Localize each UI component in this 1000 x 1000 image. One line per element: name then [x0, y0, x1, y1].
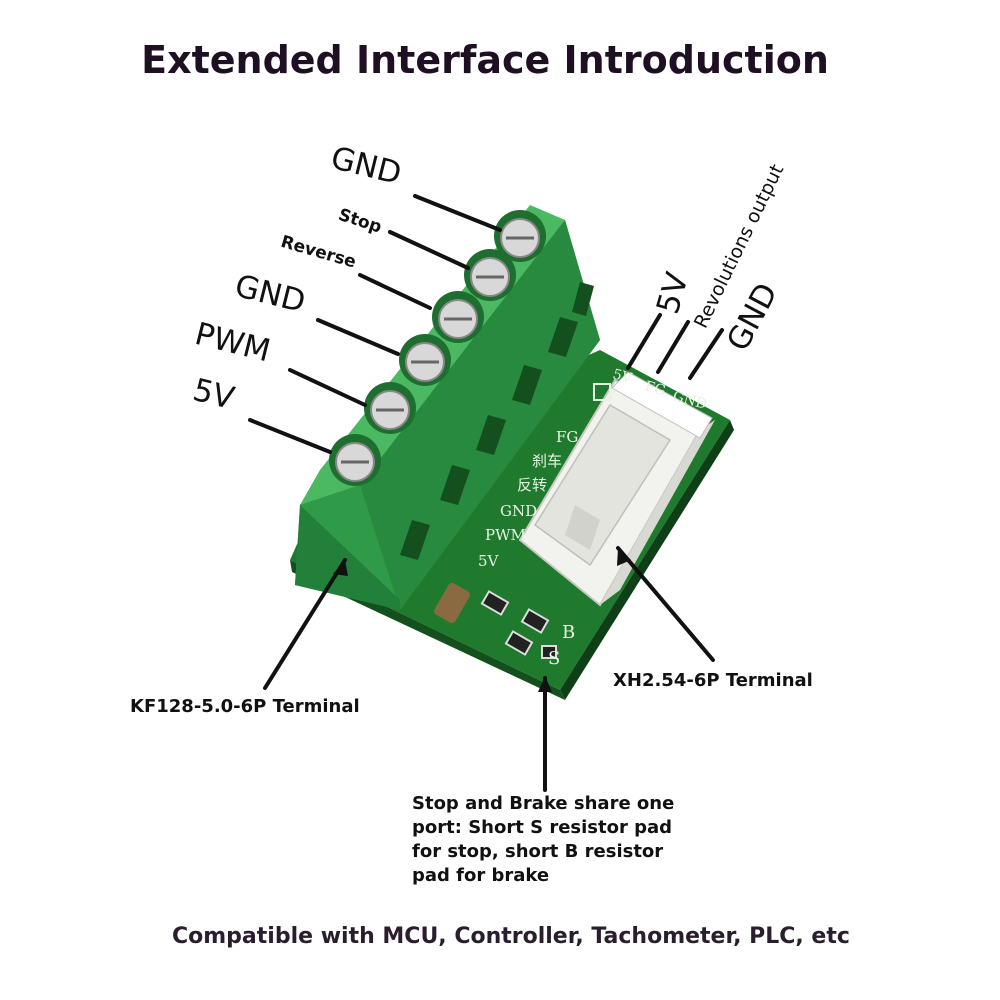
leader-right-5v — [626, 313, 662, 370]
silk-side-reverse: 反转 — [517, 476, 547, 494]
callout-xh254: XH2.54-6P Terminal — [613, 670, 813, 691]
silk-side-brake: 刹车 — [532, 452, 562, 470]
silk-top-fg: FG — [643, 378, 667, 399]
screw-holes — [329, 210, 546, 486]
pad-s2 — [541, 645, 557, 659]
leader-right-gnd — [688, 328, 724, 380]
pad-b — [520, 608, 550, 634]
leader-5v — [248, 418, 332, 454]
silk-pad-s: S — [548, 648, 560, 669]
silk-side-fg: FG — [556, 428, 578, 446]
callout-kf128: KF128-5.0-6P Terminal — [130, 696, 360, 717]
leader-stop — [388, 230, 470, 270]
pad-s — [504, 630, 534, 656]
leader-pwm — [288, 368, 367, 407]
silk-top-5v: 5V — [611, 366, 634, 387]
callout-stop-brake: Stop and Brake share one port: Short S r… — [412, 792, 674, 888]
silk-side-gnd: GND — [500, 502, 537, 520]
callout-stop-brake-line: pad for brake — [412, 865, 550, 886]
silk-pad-b: B — [562, 622, 575, 643]
capacitor — [434, 582, 470, 624]
leader-lines — [248, 194, 724, 792]
callout-stop-brake-line: Stop and Brake share one — [412, 793, 675, 814]
silk-side-5v: 5V — [478, 552, 500, 570]
leader-gnd-top — [413, 194, 502, 232]
leader-xh — [616, 546, 715, 662]
footer-compatibility: Compatible with MCU, Controller, Tachome… — [172, 924, 850, 949]
smd-resistor-1 — [480, 590, 510, 616]
callout-stop-brake-line: for stop, short B resistor — [412, 841, 664, 862]
leader-reverse — [358, 273, 432, 310]
leader-kf128 — [263, 558, 347, 690]
kf128-terminal — [295, 205, 600, 610]
leader-right-fg — [656, 320, 690, 374]
callout-stop-brake-line: port: Short S resistor pad — [412, 817, 673, 838]
leader-gnd — [316, 318, 400, 356]
page-title: Extended Interface Introduction — [141, 38, 829, 82]
silk-side-pwm: PWM — [485, 526, 526, 544]
